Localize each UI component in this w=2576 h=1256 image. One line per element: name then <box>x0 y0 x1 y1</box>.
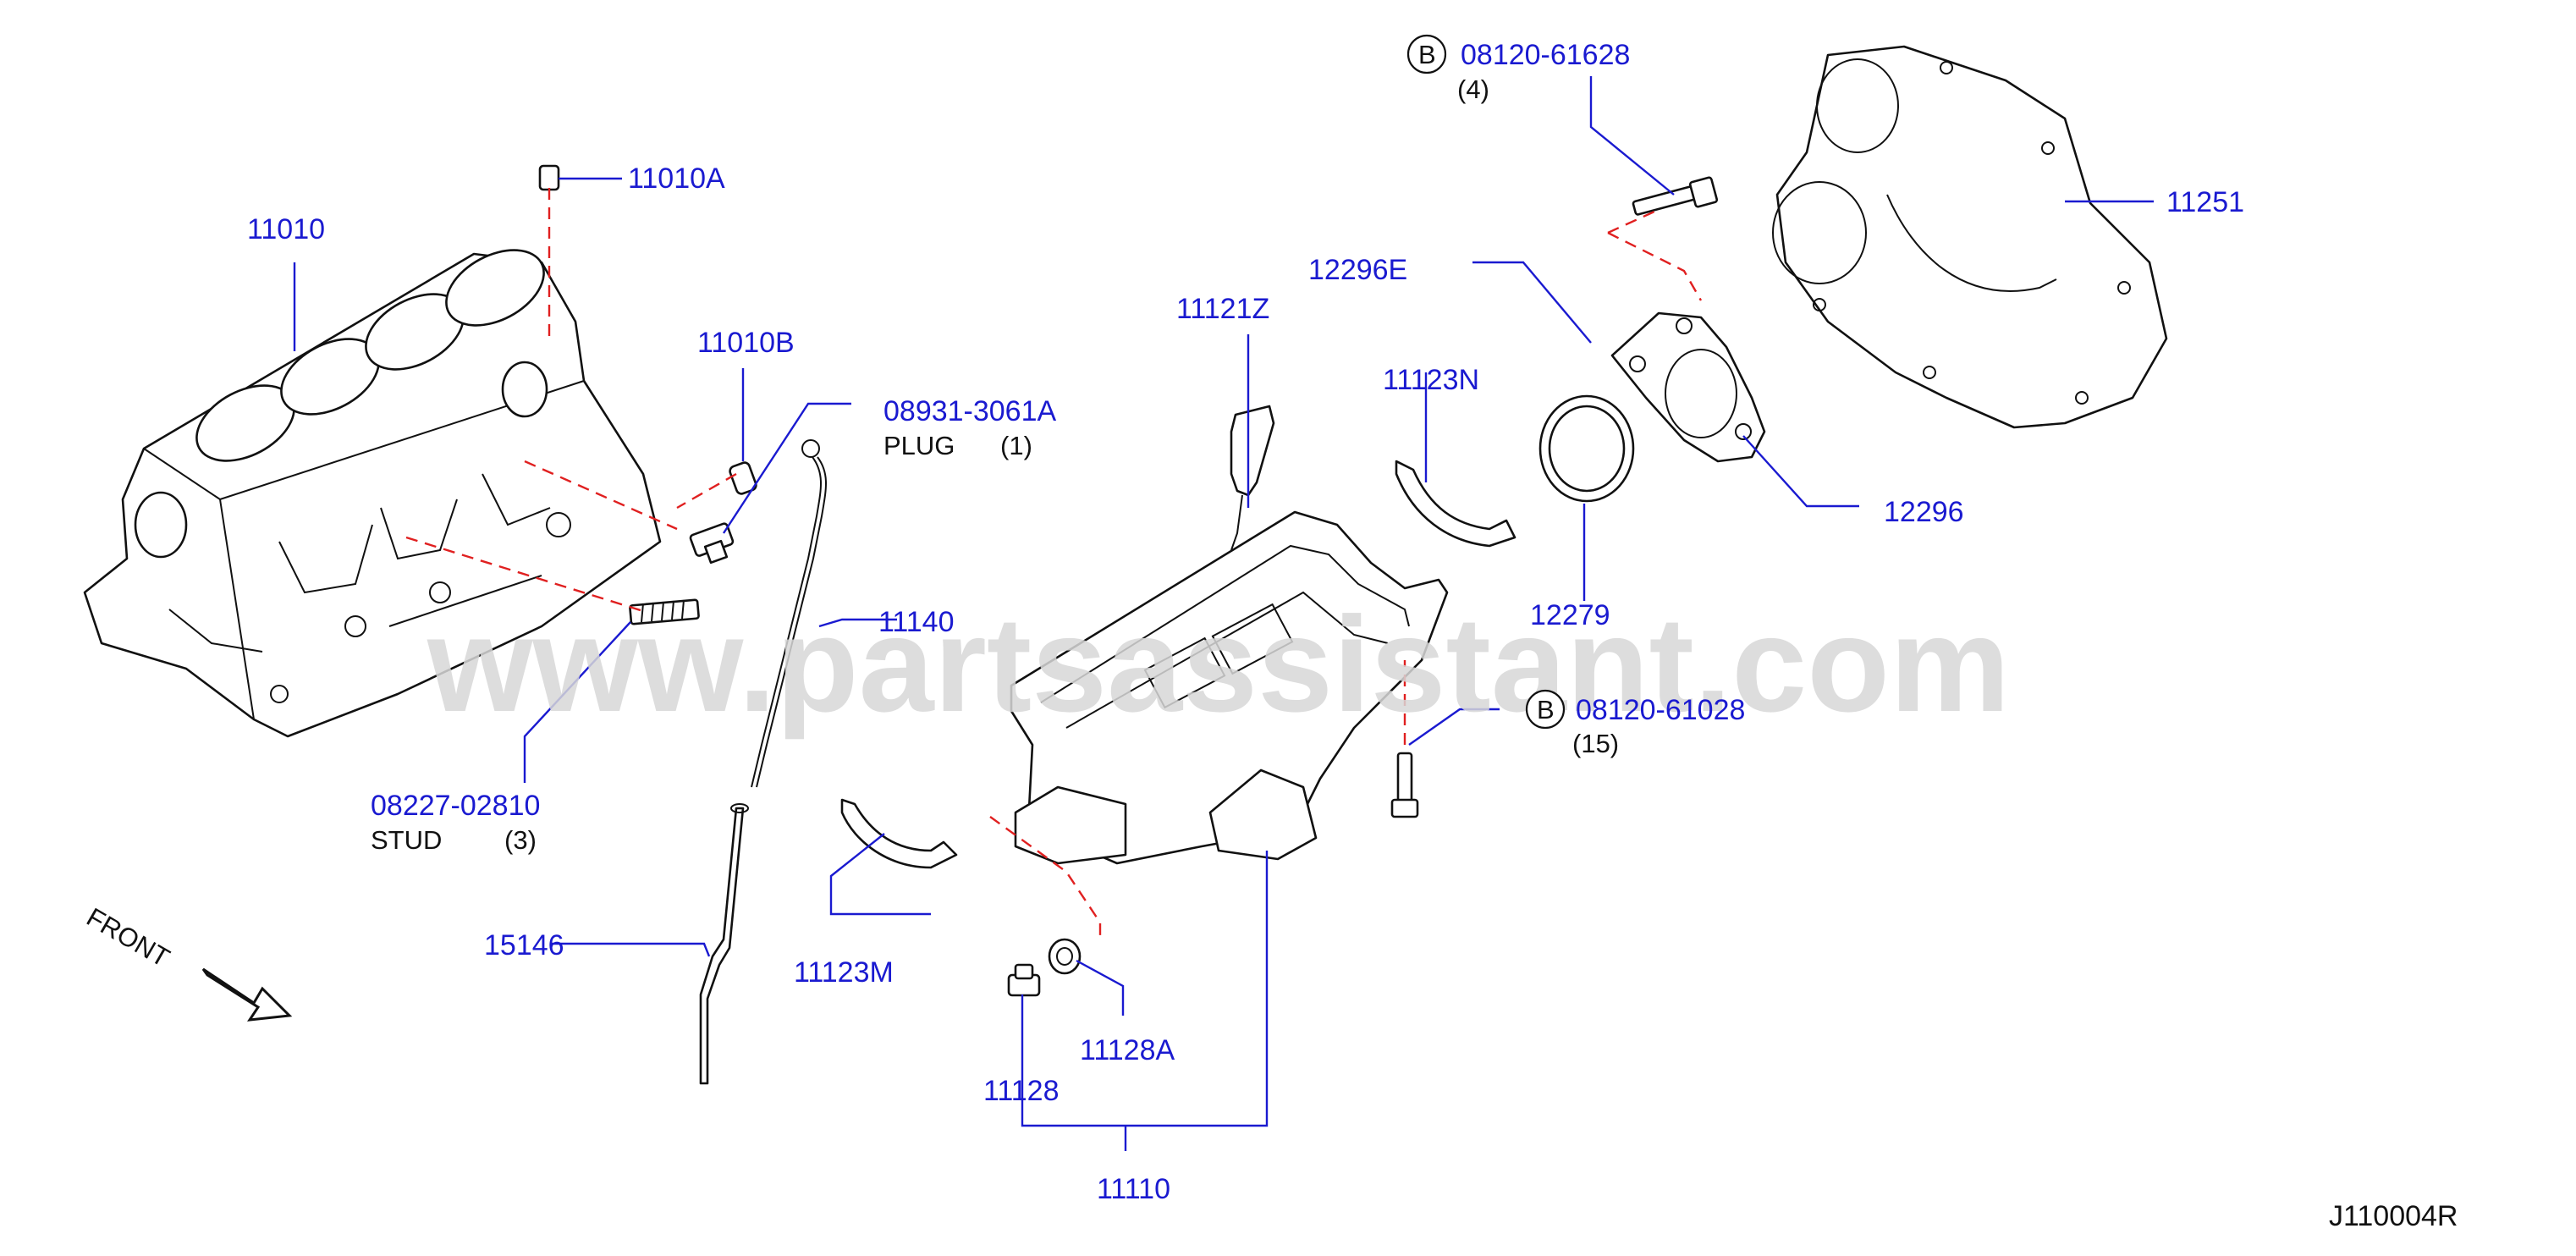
part-label-08120-61628: 08120-61628 <box>1461 39 1630 71</box>
plug-08931 <box>689 522 735 565</box>
b-letter: B <box>1537 695 1555 724</box>
part-label-12279: 12279 <box>1530 599 1610 631</box>
callouts: 11010 11010A 11010B 08931-3061A PLUG (1)… <box>247 34 2244 1205</box>
front-label: FRONT <box>82 902 175 973</box>
part-label-11121z: 11121Z <box>1176 293 1269 325</box>
front-arrow-icon <box>201 967 293 1022</box>
watermark: www.partsassistant.com <box>427 588 2010 740</box>
stud-08227 <box>629 598 700 625</box>
part-label-11123n: 11123N <box>1383 364 1479 396</box>
thrust-bearing-m <box>840 798 958 869</box>
dipstick <box>751 439 827 788</box>
cap-11010a <box>538 164 560 191</box>
plug-qty-label: (1) <box>1000 431 1032 460</box>
part-label-08931-3061a: 08931-3061A <box>883 395 1057 427</box>
engine-block <box>83 249 662 738</box>
part-label-11251: 11251 <box>2166 186 2244 218</box>
plug-name-label: PLUG <box>883 431 955 460</box>
rear-plate <box>1772 45 2168 429</box>
diagram-code: J110004R <box>2329 1200 2458 1232</box>
seal-retainer <box>1610 311 1766 463</box>
stud-name-label: STUD <box>371 825 442 855</box>
oil-pan <box>1010 510 1449 865</box>
part-label-11123m: 11123M <box>794 956 894 989</box>
qty-label-61628: (4) <box>1457 74 1489 104</box>
rear-oil-seal <box>1538 394 1635 503</box>
part-label-08120-61028: 08120-61028 <box>1576 694 1745 726</box>
b-circle-icon <box>1406 34 1447 74</box>
part-label-11128a: 11128A <box>1080 1034 1175 1066</box>
b-letter: B <box>1418 40 1436 69</box>
qty-label-61028: (15) <box>1572 729 1619 758</box>
stud-qty-label: (3) <box>504 825 537 855</box>
dipstick-tube <box>699 803 749 1085</box>
thrust-bearing-n <box>1395 460 1516 548</box>
part-label-11010b: 11010B <box>697 327 795 359</box>
b-circle-icon <box>1525 689 1566 730</box>
drain-plug-11128 <box>1007 963 1041 997</box>
bolt-08120-61028 <box>1390 752 1419 818</box>
leader-lines <box>293 76 2154 1151</box>
part-label-11140: 11140 <box>878 606 955 638</box>
front-indicator: FRONT <box>82 902 293 1022</box>
assembly-lines <box>405 188 1703 939</box>
part-label-08227-02810: 08227-02810 <box>371 790 540 822</box>
part-label-11128: 11128 <box>983 1075 1060 1107</box>
part-label-11010a: 11010A <box>628 163 725 195</box>
part-label-11110: 11110 <box>1097 1173 1170 1205</box>
part-label-11010: 11010 <box>247 213 325 245</box>
bolt-08120-61628 <box>1632 176 1719 216</box>
part-label-12296e: 12296E <box>1308 254 1407 286</box>
part-label-15146: 15146 <box>484 929 564 961</box>
dowel-11010b <box>729 461 757 495</box>
part-label-12296: 12296 <box>1884 496 1964 528</box>
washer-11128a <box>1048 938 1082 975</box>
